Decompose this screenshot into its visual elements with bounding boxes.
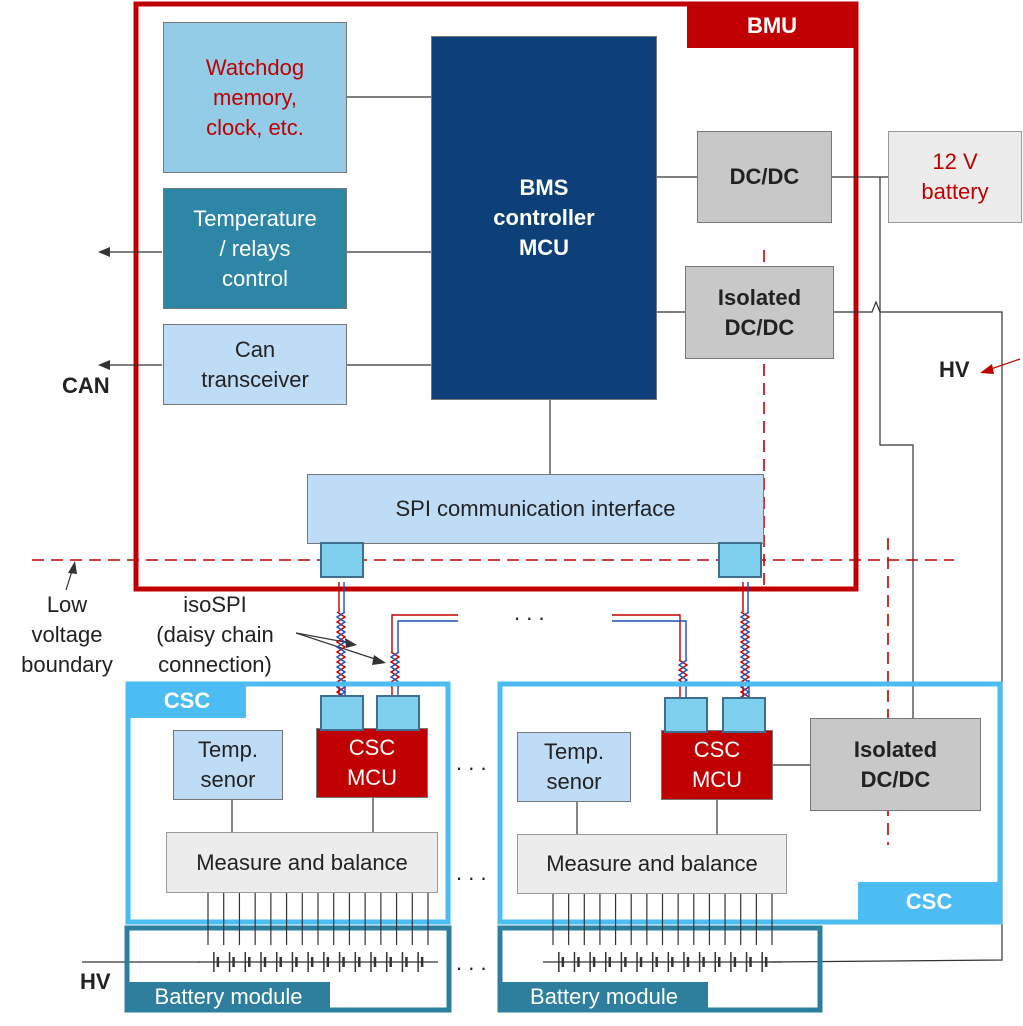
cell-stack-right bbox=[543, 894, 782, 972]
hv-bottom-label: HV bbox=[80, 969, 111, 994]
isolated-dcdc-bmu: Isolated DC/DC bbox=[685, 266, 834, 359]
transformer-icon bbox=[320, 542, 364, 578]
bms-controller-mcu: BMS controller MCU bbox=[431, 36, 657, 400]
battery-12v: 12 V battery bbox=[888, 131, 1022, 223]
bmu-frame bbox=[133, 1, 859, 592]
ellipsis-mid-2: . . . bbox=[456, 860, 487, 885]
csc-right-tag: CSC bbox=[858, 882, 1000, 922]
low-voltage-boundary-label: Low voltage boundary bbox=[21, 592, 113, 677]
transformer-icon bbox=[376, 695, 420, 731]
battery-module-left-tag: Battery module bbox=[127, 982, 330, 1012]
bmu-tag: BMU bbox=[687, 4, 857, 48]
temperature-relays-block: Temperature / relays control bbox=[163, 188, 347, 309]
csc-left-mcu: CSC MCU bbox=[316, 728, 428, 798]
watchdog-block: Watchdog memory, clock, etc. bbox=[163, 22, 347, 173]
ellipsis-mid-1: . . . bbox=[456, 750, 487, 775]
hv-top-label: HV bbox=[939, 357, 970, 382]
csc-right-measure-balance: Measure and balance bbox=[517, 834, 787, 894]
can-label: CAN bbox=[62, 373, 110, 398]
transformer-icon bbox=[722, 697, 766, 733]
spi-interface: SPI communication interface bbox=[307, 474, 764, 544]
transformer-icon bbox=[320, 695, 364, 731]
transformer-icon bbox=[664, 697, 708, 733]
ellipsis-top: . . . bbox=[514, 600, 545, 625]
csc-right-mcu: CSC MCU bbox=[661, 730, 773, 800]
csc-right-frame bbox=[497, 681, 1003, 925]
cell-stack-left bbox=[198, 893, 438, 972]
transformer-icon bbox=[718, 542, 762, 578]
csc-right-temp-sensor: Temp. senor bbox=[517, 732, 631, 802]
can-transceiver-block: Can transceiver bbox=[163, 324, 347, 405]
csc-left-measure-balance: Measure and balance bbox=[166, 832, 438, 893]
battery-module-right-tag: Battery module bbox=[500, 982, 708, 1012]
ellipsis-bottom: . . . bbox=[456, 950, 487, 975]
isolated-dcdc-csc: Isolated DC/DC bbox=[810, 718, 981, 811]
dcdc-block: DC/DC bbox=[697, 131, 832, 223]
csc-left-frame bbox=[125, 681, 451, 925]
isospi-label: isoSPI (daisy chain connection) bbox=[156, 592, 274, 677]
csc-left-temp-sensor: Temp. senor bbox=[173, 730, 283, 800]
csc-left-tag: CSC bbox=[128, 684, 246, 718]
